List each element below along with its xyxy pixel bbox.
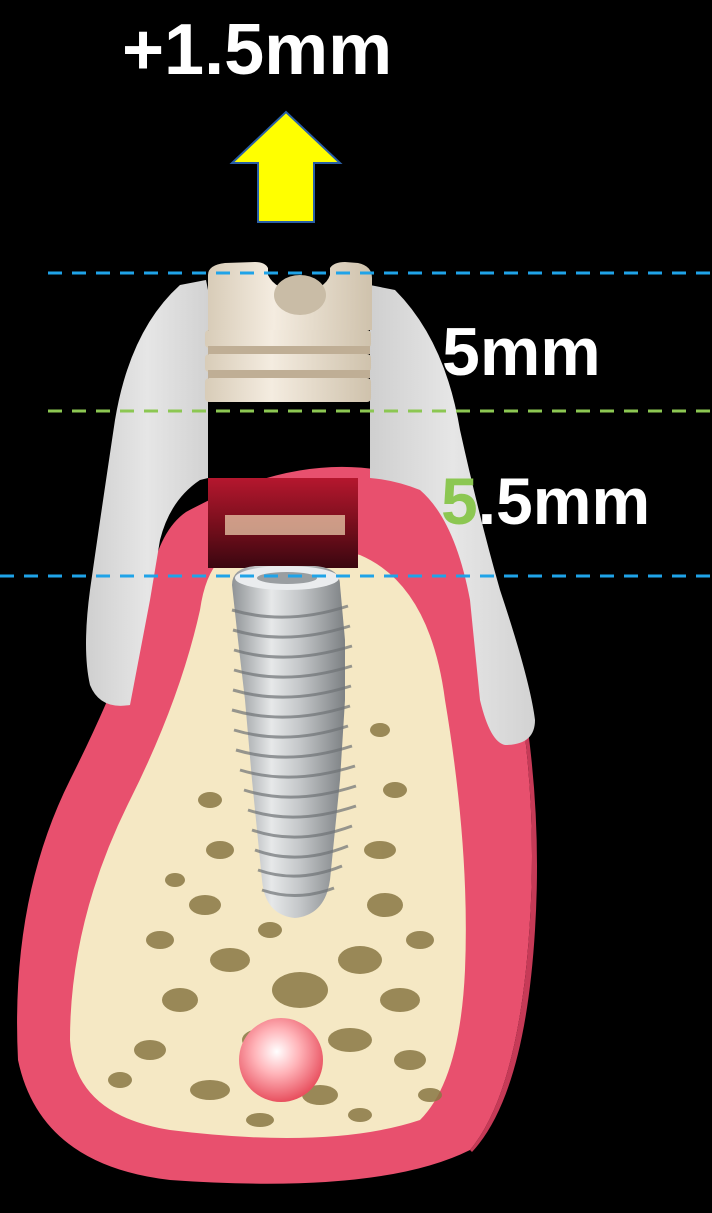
- up-arrow-icon: [232, 112, 340, 222]
- lower-height-label: 5.5mm: [441, 468, 650, 534]
- upper-height-label: 5mm: [442, 318, 601, 386]
- nerve-canal: [239, 1018, 323, 1102]
- abutment: [205, 262, 372, 402]
- height-increase-label: +1.5mm: [122, 14, 392, 86]
- lower-height-digit: 5: [441, 464, 478, 538]
- collar-bone-band: [225, 515, 345, 535]
- lower-height-rest: .5mm: [478, 464, 650, 538]
